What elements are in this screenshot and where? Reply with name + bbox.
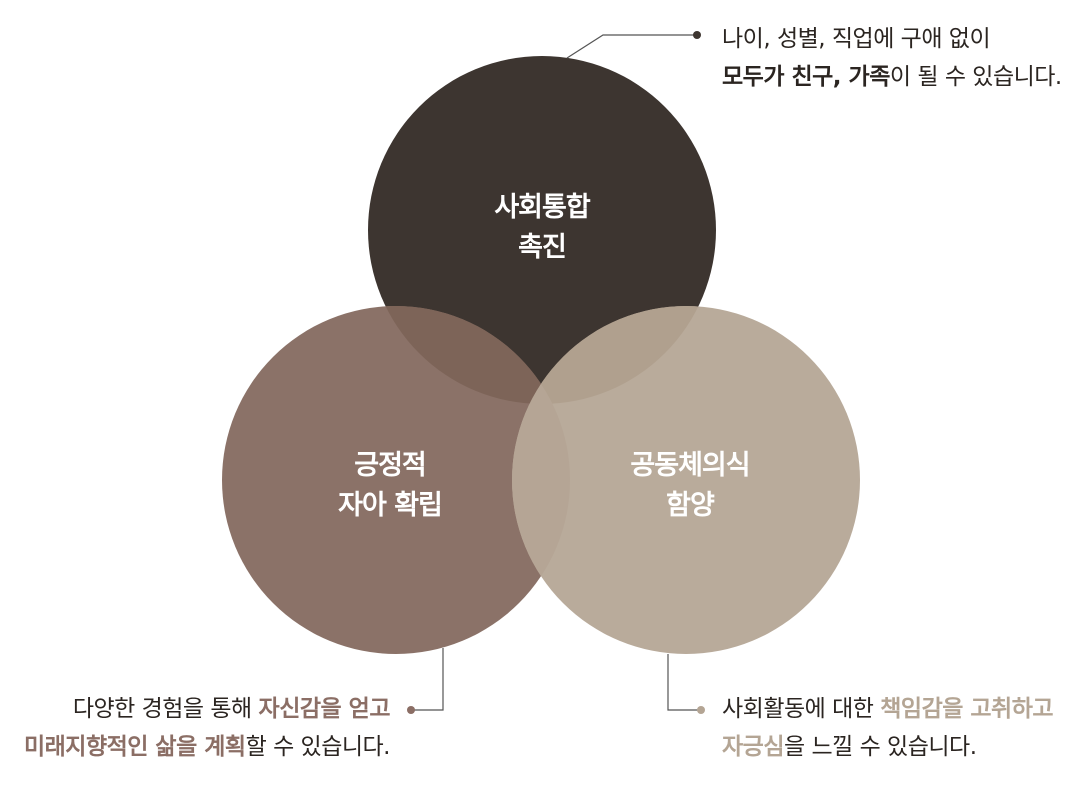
annotation-left-highlight2: 미래지향적인 삶을 계획 [23,734,246,760]
leader-line-top [566,34,696,59]
annotation-right: 사회활동에 대한 책임감을 고취하고 자긍심을 느낄 수 있습니다. [722,690,1054,766]
leader-dot-left [407,706,415,714]
circle-left-label-line2: 자아 확립 [338,490,442,521]
annotation-left-pre: 다양한 경험을 통해 [72,696,259,722]
annotation-left-rest: 할 수 있습니다. [245,734,391,760]
annotation-top-line2: 모두가 친구, 가족이 될 수 있습니다. [722,58,1062,96]
annotation-left-highlight1: 자신감을 얻고 [258,696,391,722]
circle-top-label-line2: 촉진 [518,232,566,263]
annotation-right-highlight2: 자긍심 [722,734,784,760]
annotation-top-rest: 이 될 수 있습니다. [889,64,1062,90]
annotation-right-pre: 사회활동에 대한 [722,696,881,722]
annotation-top-highlight: 모두가 친구, 가족 [722,64,890,90]
overlap-top-left [368,306,570,404]
annotation-top: 나이, 성별, 직업에 구애 없이 모두가 친구, 가족이 될 수 있습니다. [722,20,1062,96]
annotation-left-line2: 미래지향적인 삶을 계획할 수 있습니다. [23,728,391,766]
leader-dot-right [697,706,705,714]
annotation-right-line2: 자긍심을 느낄 수 있습니다. [722,728,1053,766]
annotation-right-highlight1: 책임감을 고취하고 [880,696,1054,722]
annotation-top-line1: 나이, 성별, 직업에 구애 없이 [722,26,991,52]
circle-right-label-line2: 함양 [666,490,715,521]
annotation-right-rest: 을 느낄 수 있습니다. [783,734,977,760]
annotation-right-line1: 사회활동에 대한 책임감을 고취하고 [722,690,1054,728]
circle-right-label-line1: 공동체의식 [630,450,749,481]
leader-dot-top [693,31,701,39]
circle-top-label-line1: 사회통합 [494,192,591,223]
annotation-left: 다양한 경험을 통해 자신감을 얻고 미래지향적인 삶을 계획할 수 있습니다. [23,690,391,766]
annotation-left-line1: 다양한 경험을 통해 자신감을 얻고 [24,690,391,728]
leader-line-left [412,648,444,711]
overlap-top-right [512,306,716,404]
circle-left-label-line1: 긍정적 [354,450,426,481]
leader-line-right [667,654,700,711]
